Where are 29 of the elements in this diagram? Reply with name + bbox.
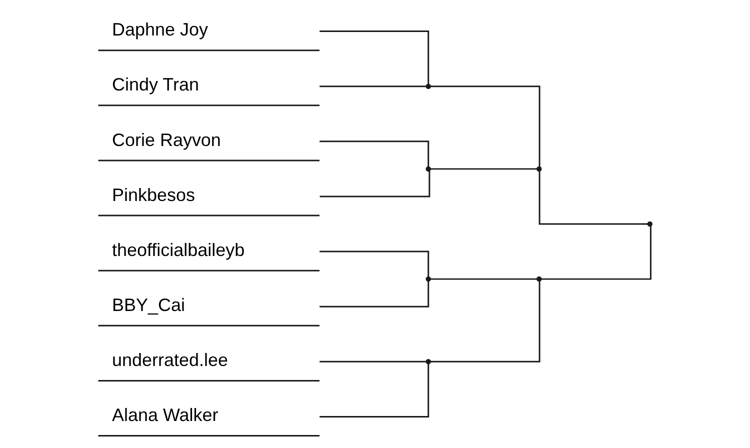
node-text: Cindy Tran — [112, 74, 199, 95]
node-point — [426, 166, 431, 172]
node-text: theofficialbaileyb — [112, 240, 245, 260]
connector — [430, 168, 538, 170]
node-text: Alana Walker — [112, 405, 218, 426]
connector — [320, 364, 430, 418]
node-text: Pinkbesos — [112, 184, 195, 205]
connector — [320, 86, 426, 88]
connector — [320, 30, 430, 84]
connector — [320, 140, 430, 167]
node-text: underrated.lee — [112, 350, 228, 370]
connector — [430, 278, 538, 280]
node-point — [536, 166, 542, 172]
node-point — [536, 276, 542, 282]
connector — [541, 226, 652, 280]
node-point — [426, 276, 431, 282]
connector — [430, 281, 540, 362]
node-text: BBY_Cai — [112, 294, 185, 315]
node-point — [426, 359, 431, 364]
connector — [320, 360, 426, 362]
connector — [320, 281, 430, 308]
node-text: Daphne Joy — [112, 20, 208, 40]
node-point — [647, 221, 652, 227]
node-point — [426, 84, 431, 89]
connector — [430, 86, 540, 167]
connector — [320, 170, 430, 198]
connector — [320, 250, 430, 277]
connector — [538, 171, 648, 225]
node-text: Corie Rayvon — [112, 130, 221, 150]
